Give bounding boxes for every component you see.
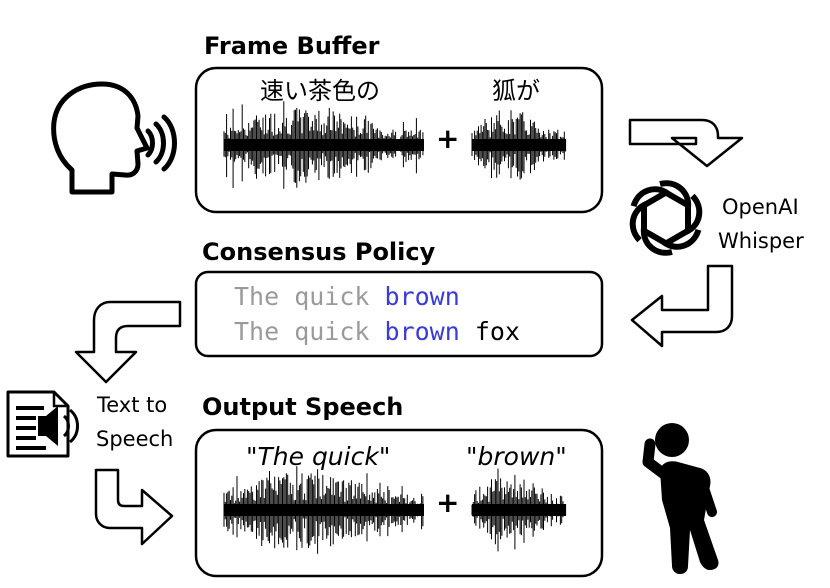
waveform bbox=[471, 468, 567, 552]
flow-arrow-to-whisper bbox=[628, 118, 744, 168]
consensus-policy-heading: Consensus Policy bbox=[202, 238, 436, 266]
consensus-line-1: The quick brown bbox=[234, 282, 460, 311]
waveform bbox=[223, 101, 424, 189]
frame-buffer-chunk1-text: 速い茶色の bbox=[260, 77, 380, 105]
plus-sign: + bbox=[436, 486, 459, 519]
waveform-core bbox=[224, 139, 424, 151]
speaking-head-icon bbox=[51, 81, 177, 195]
listening-person-icon bbox=[642, 423, 719, 574]
waveform-core bbox=[224, 504, 424, 516]
frame-buffer-heading: Frame Buffer bbox=[204, 32, 380, 60]
whisper-label-line1: OpenAI bbox=[722, 195, 799, 219]
waveform-core bbox=[472, 139, 566, 151]
tts-label-line1: Text to bbox=[96, 393, 167, 417]
text-to-speech-icon bbox=[6, 390, 79, 458]
frame-buffer-chunk2-text: 狐が bbox=[492, 77, 540, 105]
consensus-line-2: The quick brown fox bbox=[234, 317, 520, 346]
flow-arrow-to-consensus bbox=[630, 264, 734, 348]
output-chunk2-text: "brown" bbox=[466, 442, 567, 471]
tts-label-line2: Speech bbox=[96, 427, 173, 451]
consensus-policy-box bbox=[194, 270, 604, 358]
waveform bbox=[223, 466, 424, 554]
flow-arrow-to-tts bbox=[74, 300, 182, 384]
waveform bbox=[471, 110, 567, 180]
output-chunk1-text: "The quick" bbox=[246, 442, 390, 471]
openai-logo-icon bbox=[625, 181, 707, 254]
output-speech-heading: Output Speech bbox=[202, 393, 403, 421]
plus-sign: + bbox=[436, 122, 459, 155]
whisper-label-line2: Whisper bbox=[718, 229, 804, 253]
flow-arrow-to-output bbox=[94, 468, 174, 546]
waveform-core bbox=[472, 504, 566, 516]
